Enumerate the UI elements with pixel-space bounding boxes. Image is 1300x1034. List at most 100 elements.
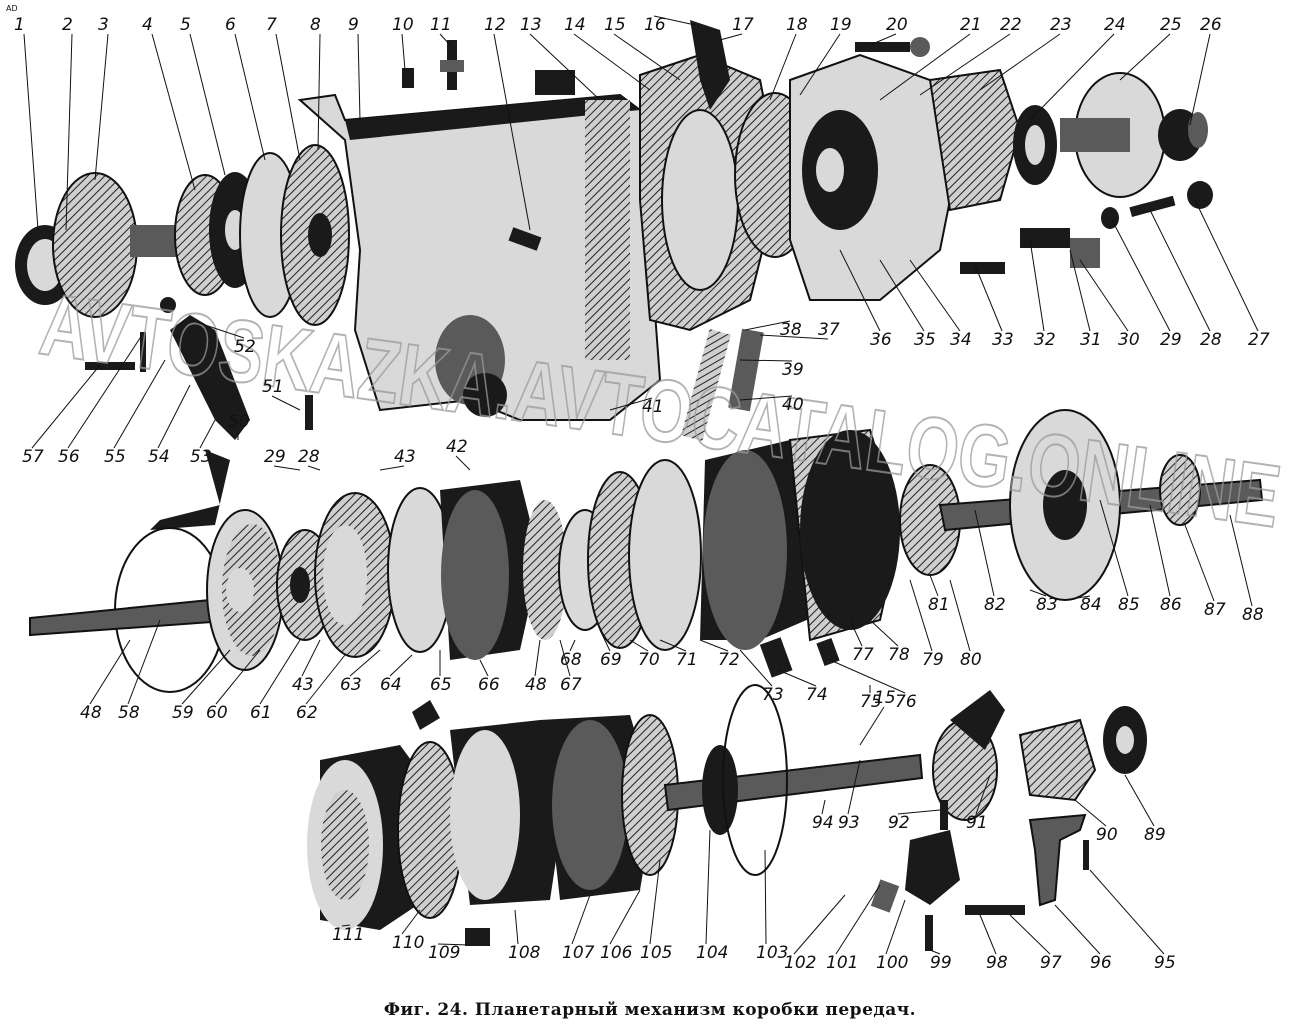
leader-line [127, 619, 161, 705]
leader-line [929, 574, 939, 597]
part-number-label: 65 [430, 675, 452, 695]
part-number-label: 39 [782, 360, 804, 380]
part-number-label: 51 [262, 377, 284, 397]
part-number-label: 62 [296, 703, 318, 723]
leader-line [65, 33, 73, 231]
leader-line [67, 334, 143, 449]
leader-line [573, 33, 651, 91]
part-number-label: 7 [266, 15, 277, 35]
leader-line [764, 849, 767, 945]
leader-line [769, 33, 797, 101]
leader-line [847, 759, 861, 815]
leader-line [307, 465, 321, 471]
leader-line [909, 259, 961, 332]
part-number-label: 100 [876, 953, 908, 973]
leader-line [629, 639, 649, 652]
leader-line [301, 639, 321, 677]
part-number-label: 22 [1000, 15, 1022, 35]
part-number-label: 92 [888, 813, 910, 833]
part-number-label: 52 [234, 337, 256, 357]
part-number-label: 60 [206, 703, 228, 723]
top-assembly [15, 20, 1213, 530]
part-number-label: 95 [1154, 953, 1176, 973]
leader-line [1074, 799, 1107, 827]
part-number-label: 79 [922, 650, 944, 670]
leader-line [1029, 33, 1115, 121]
leader-line [534, 639, 541, 677]
leader-line [799, 33, 841, 96]
part-number-label: 17 [732, 15, 754, 35]
leader-line [1029, 239, 1045, 332]
part-number-label: 106 [600, 943, 633, 963]
leader-line [1229, 514, 1253, 607]
part-number-label: 71 [676, 650, 698, 670]
bottom-assembly [307, 684, 1147, 951]
leader-line [1054, 904, 1101, 955]
leader-line [1124, 774, 1155, 827]
part-number-label: 29 [1160, 330, 1182, 350]
leader-line [885, 899, 906, 955]
leader-line [89, 639, 131, 705]
leader-line [609, 397, 653, 411]
part-number-label: 68 [560, 650, 582, 670]
leader-line [1111, 219, 1171, 332]
part-number-label: 15 [604, 15, 626, 35]
leader-line [271, 395, 301, 411]
part-number-label: 26 [1200, 15, 1222, 35]
part-number-label: 41 [642, 397, 664, 417]
leader-line [613, 33, 681, 81]
part-number-label: 61 [250, 703, 272, 723]
leader-line [739, 359, 793, 362]
leader-line [439, 33, 451, 46]
part-number-label: 53 [190, 447, 212, 467]
leader-line [514, 909, 519, 945]
part-number-label: 81 [928, 595, 950, 615]
part-number-label: 63 [340, 675, 362, 695]
leader-line [739, 649, 773, 687]
leader-line [705, 829, 711, 945]
part-number-label: 28 [1200, 330, 1222, 350]
leader-line [181, 649, 231, 705]
leader-line [234, 33, 266, 161]
part-number-label: 74 [806, 685, 828, 705]
part-number-label: 83 [1036, 595, 1058, 615]
part-number-label: 105 [640, 943, 672, 963]
leader-line [151, 33, 196, 191]
leader-line [739, 395, 793, 401]
part-number-label: 13 [520, 15, 542, 35]
part-number-label: 5 [180, 15, 191, 35]
part-number-label: 29 [264, 447, 286, 467]
part-number-label: 104 [696, 943, 728, 963]
leader-line [859, 706, 885, 746]
part-number-label: 77 [852, 645, 874, 665]
part-number-label: 14 [564, 15, 586, 35]
part-number-label: 89 [1144, 825, 1166, 845]
leader-line [719, 33, 743, 41]
leader-line [919, 33, 1011, 96]
part-number-label: 67 [560, 675, 582, 695]
leader-line [879, 259, 925, 332]
leader-line [199, 419, 216, 449]
leader-line [777, 669, 817, 687]
leader-line [23, 33, 39, 231]
part-number-label: 27 [1248, 330, 1270, 350]
part-number-label: 32 [1034, 330, 1056, 350]
part-number-label: 19 [830, 15, 852, 35]
part-number-label: 25 [1160, 15, 1182, 35]
leader-line [879, 33, 971, 101]
part-number-label: 30 [1118, 330, 1140, 350]
leader-line [215, 649, 261, 705]
part-number-label: 3 [98, 15, 109, 35]
leader-line [979, 33, 1061, 91]
part-number-label: 16 [644, 15, 666, 35]
leader-line [649, 859, 661, 945]
leader-line [759, 334, 829, 340]
part-number-label: 35 [914, 330, 936, 350]
leader-line [401, 909, 421, 935]
leader-line [1089, 869, 1165, 955]
part-number-label: 10 [392, 15, 414, 35]
part-number-label: 58 [118, 703, 140, 723]
leader-line [974, 264, 1003, 332]
part-number-label: 43 [292, 675, 314, 695]
leader-line [835, 884, 881, 955]
